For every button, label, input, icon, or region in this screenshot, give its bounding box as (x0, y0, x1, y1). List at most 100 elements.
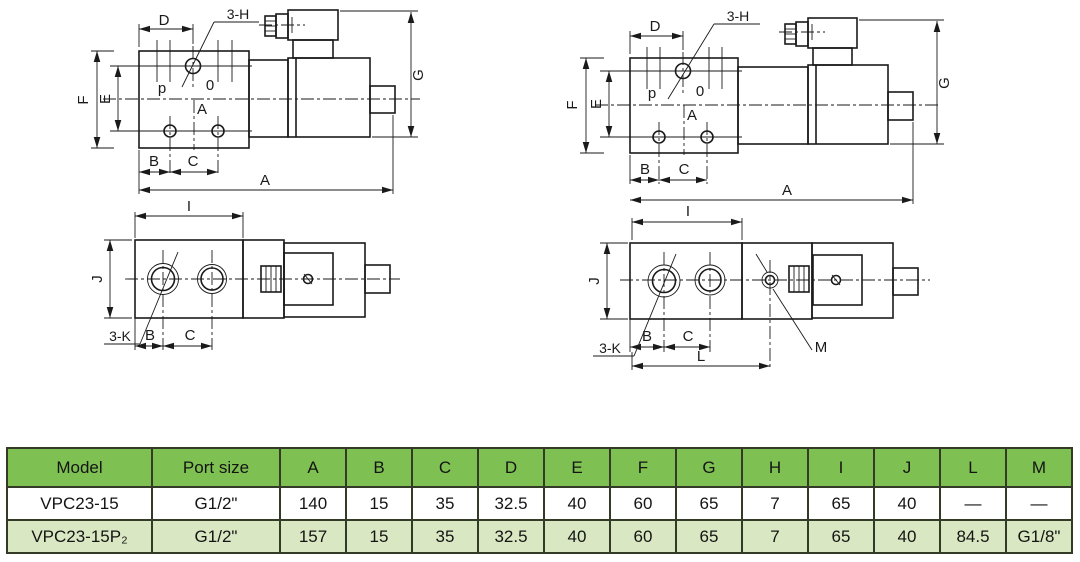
table-row-vpc23-15p2: VPC23-15P₂ G1/2" 157 15 35 32.5 40 60 65… (6, 519, 1073, 554)
port-hole-2 (197, 250, 227, 350)
port-label-0: 0 (696, 83, 704, 100)
cell-d: 32.5 (477, 486, 545, 521)
cell-f: 60 (609, 486, 677, 521)
solenoid-coil (283, 242, 366, 318)
dim-label-j: J (89, 275, 106, 283)
solenoid-coil (807, 64, 889, 145)
pilot-port-m (761, 260, 779, 370)
col-header-g: G (675, 447, 743, 488)
dim-label-e: E (588, 99, 605, 109)
port-hole-2 (694, 252, 726, 352)
cell-h: 7 (741, 519, 809, 554)
cell-port-size: G1/2" (151, 519, 281, 554)
dim-label-d: D (650, 18, 661, 35)
solenoid-coil (287, 57, 371, 138)
cell-port-size: G1/2" (151, 486, 281, 521)
dim-label-f: F (75, 95, 92, 104)
cell-e: 40 (543, 486, 611, 521)
coil-end-nub (369, 85, 396, 114)
col-header-j: J (873, 447, 941, 488)
dim-label-j: J (586, 277, 603, 285)
table-row-vpc23-15: VPC23-15 G1/2" 140 15 35 32.5 40 60 65 7… (6, 486, 1073, 521)
col-header-model: Model (6, 447, 153, 488)
callout-3k: 3-K (104, 251, 179, 345)
pilot-section (741, 242, 813, 320)
dim-label-a: A (260, 172, 270, 189)
cell-j: 40 (873, 486, 941, 521)
col-header-m: M (1005, 447, 1073, 488)
cell-a: 140 (279, 486, 347, 521)
dim-g: G (859, 19, 953, 145)
cell-j: 40 (873, 519, 941, 554)
dim-label-c: C (185, 327, 196, 344)
dim-label-e: E (97, 94, 114, 104)
dimension-table: Model Port size A B C D E F G H I J L M … (6, 447, 1073, 554)
din-connector (779, 17, 858, 66)
dim-label-b: B (149, 153, 159, 170)
dim-l: L (631, 348, 770, 370)
col-header-c: C (411, 447, 479, 488)
coil-end-nub (364, 264, 391, 294)
bottom-view-right: I J 3-K M B C L (586, 203, 930, 370)
coil-end-nub (892, 267, 919, 296)
callout-label-m: M (815, 339, 828, 356)
connector-side (788, 265, 810, 293)
cell-m: — (1005, 486, 1073, 521)
coil-inner-face (283, 252, 334, 306)
dim-label-b: B (640, 161, 650, 178)
callout-label-3h: 3-H (727, 8, 750, 24)
cell-g: 65 (675, 519, 743, 554)
port-hole-1 (647, 252, 681, 352)
dim-label-f: F (564, 100, 581, 109)
callout-label-3h: 3-H (227, 6, 250, 22)
dim-g: G (340, 10, 427, 138)
cell-f: 60 (609, 519, 677, 554)
port-label-a: A (687, 107, 697, 124)
valve-neck (737, 66, 809, 145)
cell-i: 65 (807, 519, 875, 554)
dim-label-i: I (187, 198, 191, 215)
dim-label-i: I (686, 203, 690, 220)
dim-label-c: C (679, 161, 690, 178)
cell-e: 40 (543, 519, 611, 554)
front-view-right: p 0 A D 3-H F E B C (564, 8, 953, 204)
cell-l: — (939, 486, 1007, 521)
cell-d: 32.5 (477, 519, 545, 554)
valve-neck (248, 59, 289, 138)
dim-a: A (630, 122, 914, 204)
port-label-0: 0 (206, 77, 214, 94)
technical-drawing: p 0 A D 3-H F E B C (75, 6, 953, 370)
cell-h: 7 (741, 486, 809, 521)
col-header-l: L (939, 447, 1007, 488)
dim-i: I (134, 198, 244, 238)
dim-j: J (89, 239, 132, 319)
header-row: Model Port size A B C D E F G H I J L M (6, 447, 1073, 488)
top-port-marks (600, 47, 742, 138)
center-screw (302, 273, 314, 285)
dim-d: D (629, 18, 684, 54)
col-header-d: D (477, 447, 545, 488)
spec-table-container: Model Port size A B C D E F G H I J L M … (6, 447, 1073, 554)
col-header-b: B (345, 447, 413, 488)
cell-a: 157 (279, 519, 347, 554)
dim-i: I (631, 203, 743, 240)
dim-label-g: G (936, 77, 953, 89)
dim-label-g: G (410, 69, 427, 81)
callout-3h: 3-H (667, 8, 760, 100)
port-label-a: A (197, 101, 207, 118)
dim-a: A (139, 115, 394, 194)
front-view-left: p 0 A D 3-H F E B C (75, 6, 427, 194)
callout-3h: 3-H (181, 6, 259, 88)
cell-c: 35 (411, 486, 479, 521)
dim-label-a: A (782, 182, 792, 199)
cell-c: 35 (411, 519, 479, 554)
col-header-a: A (279, 447, 347, 488)
dim-label-c: C (188, 153, 199, 170)
dim-label-l: L (697, 348, 705, 365)
dim-b-c: B C (134, 318, 212, 350)
callout-label-3k: 3-K (599, 340, 621, 356)
cell-l: 84.5 (939, 519, 1007, 554)
callout-m: M (755, 253, 828, 356)
cell-b: 15 (345, 486, 413, 521)
